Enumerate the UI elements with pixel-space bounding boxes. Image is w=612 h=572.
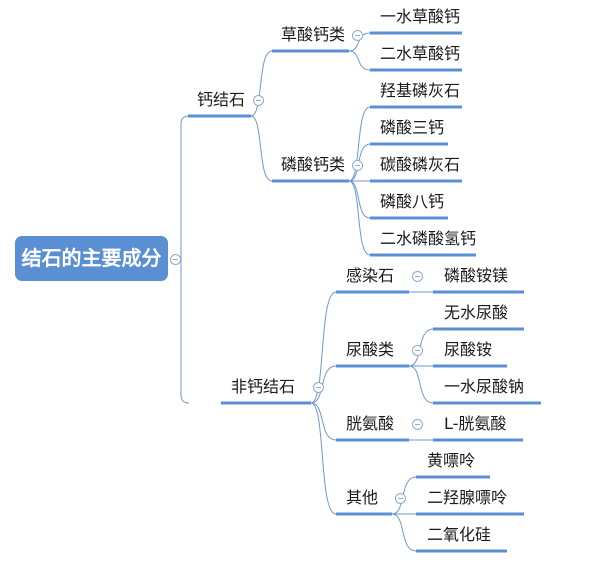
leaf-topic[interactable]: 羟基磷灰石 (380, 81, 461, 100)
group-topic[interactable]: 草酸钙类 (281, 25, 346, 44)
leaf-topic[interactable]: 无水尿酸 (444, 303, 509, 322)
leaf-topic[interactable]: 磷酸铵镁 (444, 266, 509, 285)
connector (348, 50, 371, 71)
connector (348, 180, 371, 219)
collapse-toggle-icon[interactable] (395, 493, 406, 504)
leaf-topic[interactable]: 碳酸磷灰石 (380, 155, 461, 174)
collapse-toggle-icon[interactable] (313, 382, 324, 393)
connector (348, 32, 371, 52)
connector (348, 106, 371, 182)
leaf-topic[interactable]: 磷酸八钙 (380, 192, 445, 211)
connector (310, 291, 337, 404)
connector (408, 365, 434, 404)
leaf-topic[interactable]: 尿酸铵 (444, 340, 493, 359)
group-topic[interactable]: 尿酸类 (346, 340, 395, 359)
leaf-topic[interactable]: 二羟腺嘌呤 (427, 488, 508, 507)
collapse-toggle-icon[interactable] (352, 30, 363, 41)
connector (348, 180, 371, 256)
group-topic[interactable]: 其他 (346, 488, 379, 507)
leaf-topic[interactable]: 磷酸三钙 (380, 118, 445, 137)
connector (250, 50, 273, 117)
collapse-toggle-icon[interactable] (412, 419, 423, 430)
group-topic[interactable]: 胱氨酸 (346, 414, 395, 433)
collapse-toggle-icon[interactable] (170, 254, 181, 265)
connector (310, 402, 337, 441)
root-topic[interactable]: 结石的主要成分 (15, 236, 168, 281)
leaf-topic[interactable]: 二氧化硅 (427, 525, 492, 544)
branch-topic[interactable]: 钙结石 (197, 90, 246, 109)
group-topic[interactable]: 磷酸钙类 (281, 155, 346, 174)
leaf-topic[interactable]: 黄嘌呤 (427, 451, 476, 470)
connector (180, 115, 190, 259)
connector (180, 259, 190, 404)
leaf-topic[interactable]: L-胱氨酸 (444, 414, 507, 433)
leaf-topic[interactable]: 一水草酸钙 (380, 7, 461, 26)
connector (391, 513, 417, 552)
connector (310, 402, 337, 515)
branch-topic[interactable]: 非钙结石 (231, 377, 296, 396)
group-topic[interactable]: 感染石 (346, 266, 395, 285)
leaf-topic[interactable]: 二水草酸钙 (380, 44, 461, 63)
collapse-toggle-icon[interactable] (412, 271, 423, 282)
connector (250, 115, 273, 182)
collapse-toggle-icon[interactable] (352, 160, 363, 171)
collapse-toggle-icon[interactable] (412, 345, 423, 356)
collapse-toggle-icon[interactable] (253, 95, 264, 106)
leaf-topic[interactable]: 二水磷酸氢钙 (380, 229, 477, 248)
leaf-topic[interactable]: 一水尿酸钠 (444, 377, 525, 396)
